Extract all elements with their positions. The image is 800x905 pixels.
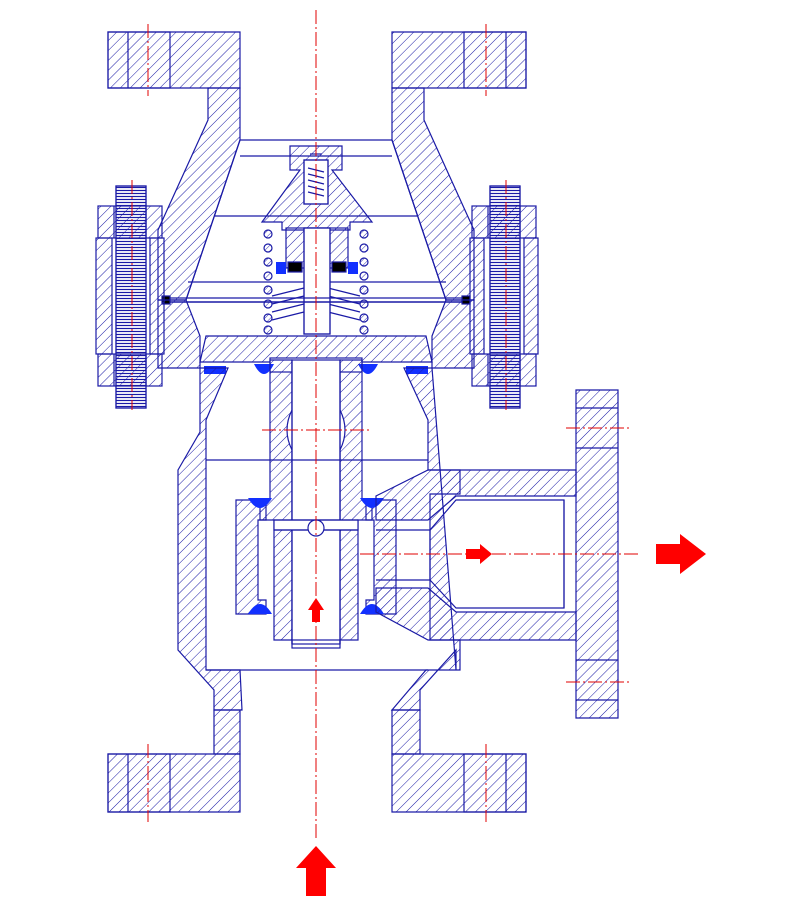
left-bolt — [95, 185, 165, 409]
cage — [235, 498, 397, 615]
pilot-cap — [260, 145, 374, 231]
inlet-arrow-icon — [296, 846, 336, 896]
right-bolt — [469, 185, 539, 409]
outlet-nozzle — [375, 469, 577, 641]
outlet-arrow-icon — [656, 534, 706, 574]
flow-arrows — [296, 534, 706, 896]
main-spring — [263, 229, 369, 335]
centerlines — [131, 10, 640, 840]
top-flange — [107, 31, 527, 89]
internal-up-arrow-icon — [308, 598, 324, 622]
bottom-flange — [107, 709, 527, 813]
pilot-spring — [276, 227, 358, 335]
internal-right-arrow-icon — [466, 544, 492, 564]
